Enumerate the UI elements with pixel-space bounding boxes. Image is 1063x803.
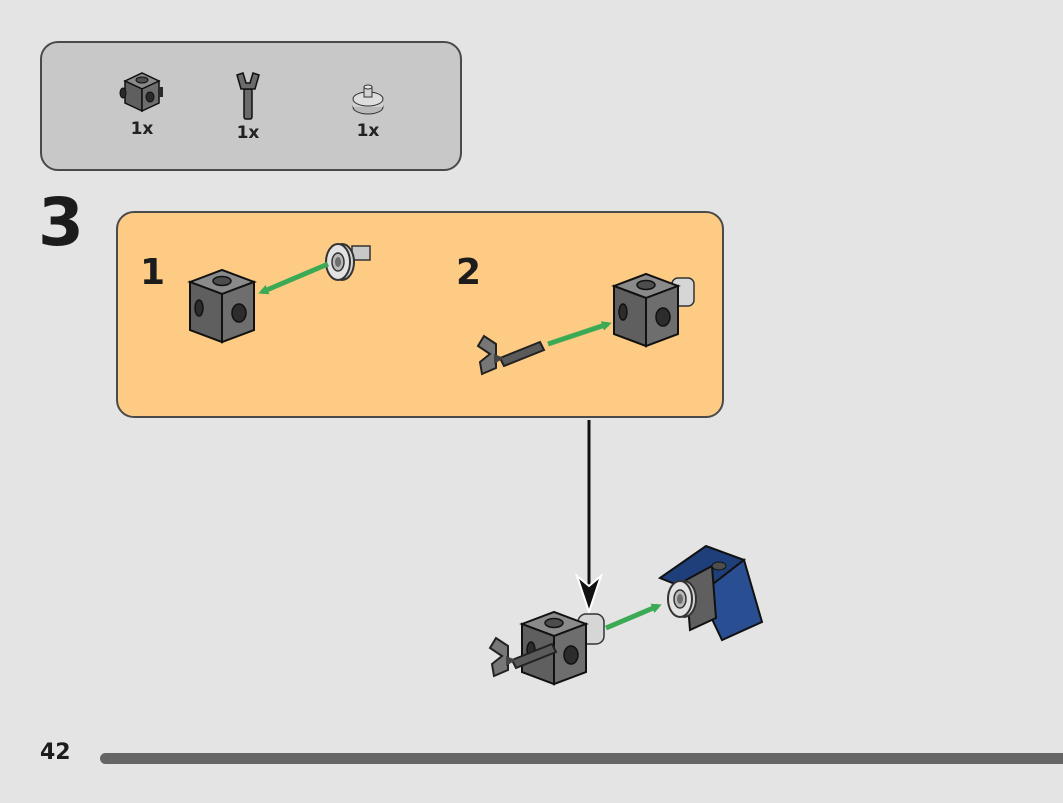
bar-with-clip-icon <box>236 72 260 120</box>
substep-label-2: 2 <box>456 252 482 293</box>
page-number: 42 <box>40 740 71 765</box>
part-item: 1x <box>112 67 172 139</box>
part-item: 1x <box>218 69 278 143</box>
part-qty: 1x <box>236 123 260 143</box>
green-arrow <box>258 261 329 295</box>
progress-fill <box>100 753 1063 764</box>
substep-2-clip-bar <box>477 335 545 375</box>
substep-label-1: 1 <box>140 252 166 293</box>
part-qty: 1x <box>356 121 380 141</box>
blue-slope-assembly <box>657 544 764 642</box>
final-subassembly <box>489 611 605 685</box>
substep-1-round-plate <box>325 243 371 281</box>
part-item: 1x <box>338 79 398 141</box>
round-plate-with-pin-icon <box>352 84 384 115</box>
green-arrow <box>547 321 612 347</box>
green-arrow <box>605 603 662 631</box>
step-flow-arrowhead <box>574 572 604 616</box>
step-number: 3 <box>38 184 84 261</box>
part-qty: 1x <box>130 119 154 139</box>
parts-list-box: 1x 1x 1x <box>40 41 462 171</box>
brick-1x1-studs-on-sides-icon <box>119 72 163 113</box>
substep-1-brick <box>189 269 255 343</box>
progress-bar <box>100 753 1063 764</box>
substep-2-assembled-brick <box>613 273 695 347</box>
